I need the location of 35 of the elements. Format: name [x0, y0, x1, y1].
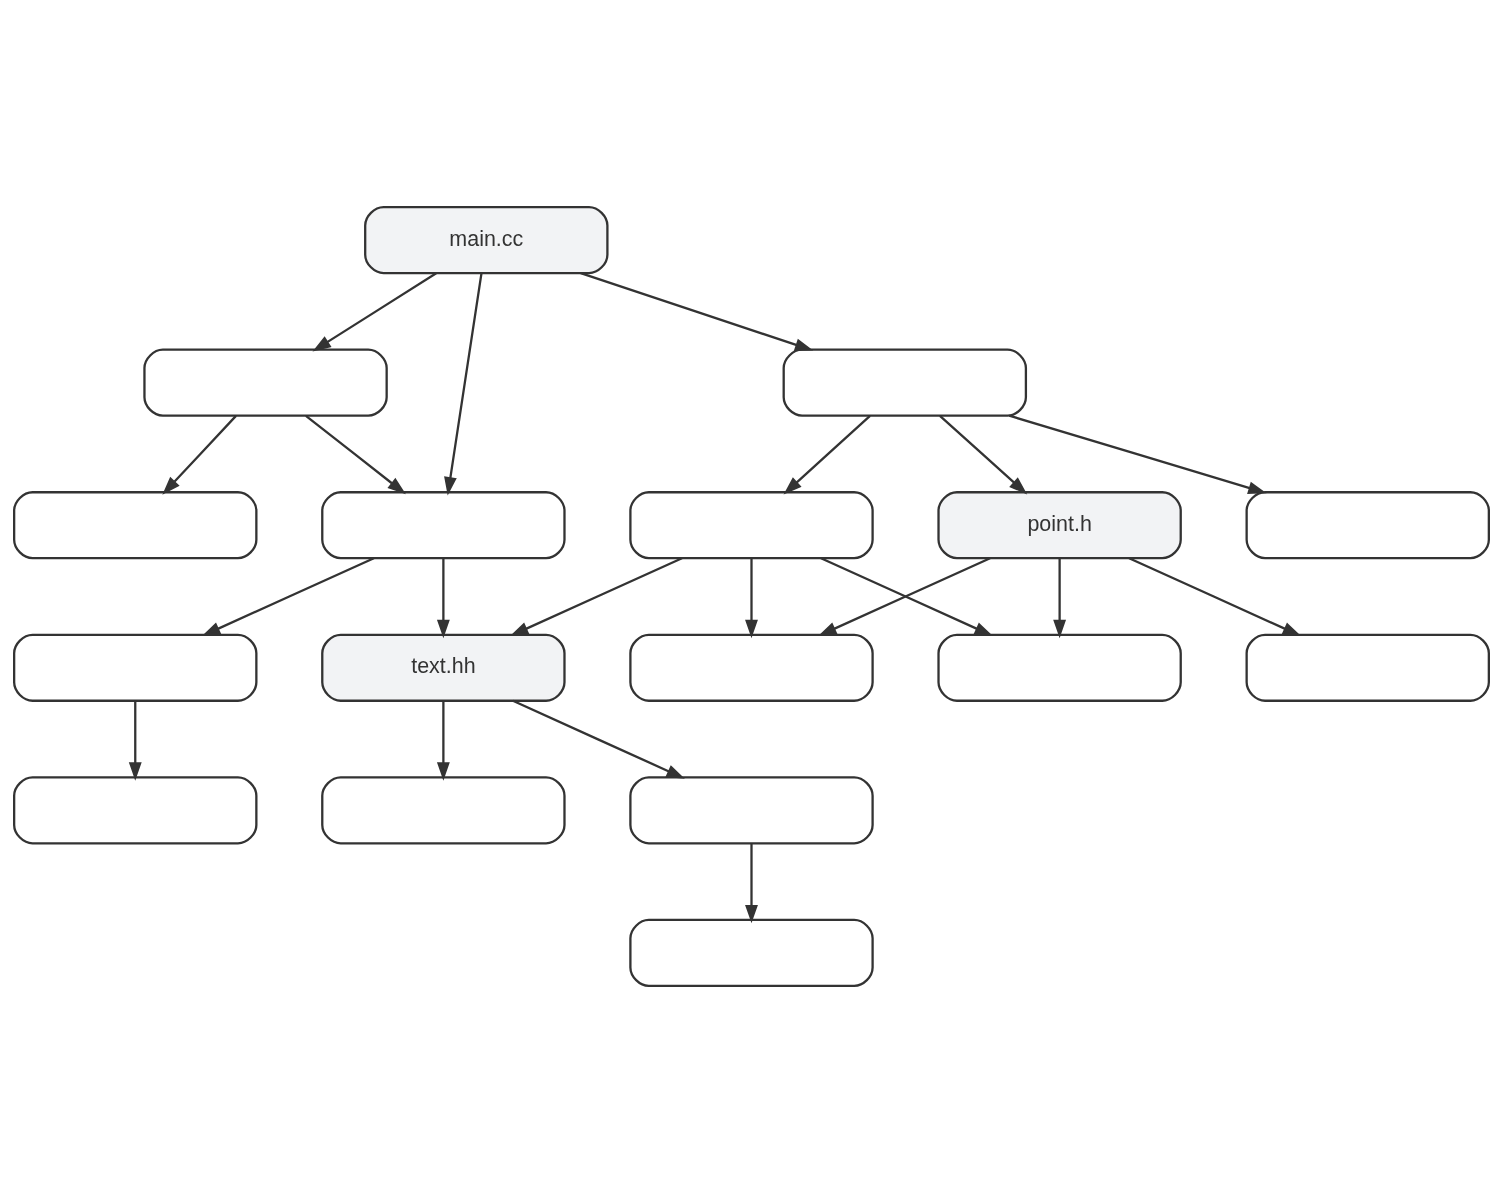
node-box — [629, 491, 874, 560]
arrow — [444, 273, 483, 496]
arrow — [305, 414, 406, 495]
node-box — [143, 348, 388, 417]
arrow — [1053, 558, 1067, 639]
node-box — [13, 633, 258, 702]
arrow — [1008, 414, 1267, 495]
node-box: point.h — [937, 491, 1182, 560]
node-box — [629, 918, 874, 987]
arrow — [1128, 557, 1302, 637]
node-box — [321, 491, 566, 560]
arrow — [312, 272, 437, 352]
node-box — [13, 776, 258, 845]
node-box — [321, 776, 566, 845]
node-box — [13, 491, 258, 560]
node-box — [1245, 491, 1490, 560]
arrow — [939, 415, 1028, 495]
node-box — [629, 776, 874, 845]
arrow — [745, 843, 758, 924]
arrow — [201, 557, 375, 637]
node-box — [629, 633, 874, 702]
arrow — [745, 558, 758, 639]
arrow — [783, 415, 871, 495]
node-box — [937, 633, 1182, 702]
arrow — [128, 700, 142, 781]
arrow — [512, 699, 685, 779]
node-box: main.cc — [364, 206, 609, 275]
node-box — [1245, 633, 1490, 702]
arrow — [580, 272, 814, 351]
arrow — [436, 700, 450, 781]
arrow — [436, 558, 450, 639]
arrow — [162, 415, 237, 495]
node-box — [782, 348, 1028, 417]
node-box: text.hh — [321, 633, 566, 702]
arrow — [510, 557, 683, 637]
